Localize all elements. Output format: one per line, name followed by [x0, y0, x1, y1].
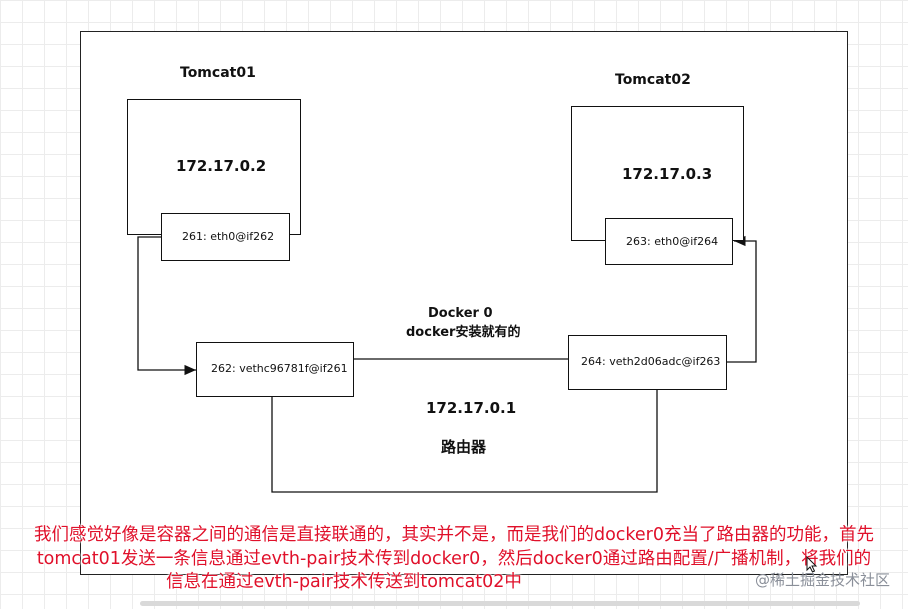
- tomcat01-title: Tomcat01: [180, 65, 256, 81]
- watermark-text: @稀土掘金技术社区: [754, 571, 890, 589]
- tomcat01-eth0-label: 261: eth0@if262: [182, 230, 275, 243]
- tomcat02-title: Tomcat02: [615, 72, 691, 88]
- tomcat02-eth0-label: 263: eth0@if264: [626, 235, 719, 248]
- link-eth0-to-veth-left: [137, 236, 196, 376]
- horizontal-scrollbar[interactable]: [140, 601, 860, 606]
- tomcat01-container-box[interactable]: [127, 99, 301, 235]
- docker0-router-outline: [271, 390, 658, 493]
- docker0-veth-right-box[interactable]: [568, 335, 727, 390]
- tomcat02-eth0-box[interactable]: [605, 218, 733, 265]
- docker0-veth-left-label: 262: vethc96781f@if261: [211, 362, 348, 375]
- docker0-veth-left-box[interactable]: [196, 342, 354, 397]
- tomcat02-ip: 172.17.0.3: [622, 165, 713, 183]
- docker0-subtitle: docker安装就有的: [406, 325, 521, 340]
- docker0-ip: 172.17.0.1: [426, 399, 517, 417]
- caption-line-1: 我们感觉好像是容器之间的通信是直接联通的，其实并不是，而是我们的docker0充…: [33, 525, 875, 545]
- tomcat01-eth0-box[interactable]: [161, 213, 290, 261]
- docker0-title: Docker 0: [428, 306, 493, 321]
- caption-line-2: tomcat01发送一条信息通过evth-pair技术传到docker0，然后d…: [36, 549, 872, 569]
- tomcat01-ip: 172.17.0.2: [176, 157, 267, 175]
- caption-line-3: 信息在通过evth-pair技术传送到tomcat02中: [166, 572, 522, 592]
- docker0-veth-right-label: 264: veth2d06adc@if263: [581, 355, 721, 368]
- docker0-router-label: 路由器: [441, 438, 487, 456]
- link-veth-right-to-eth0: [727, 235, 757, 363]
- mouse-cursor-icon: [806, 556, 818, 573]
